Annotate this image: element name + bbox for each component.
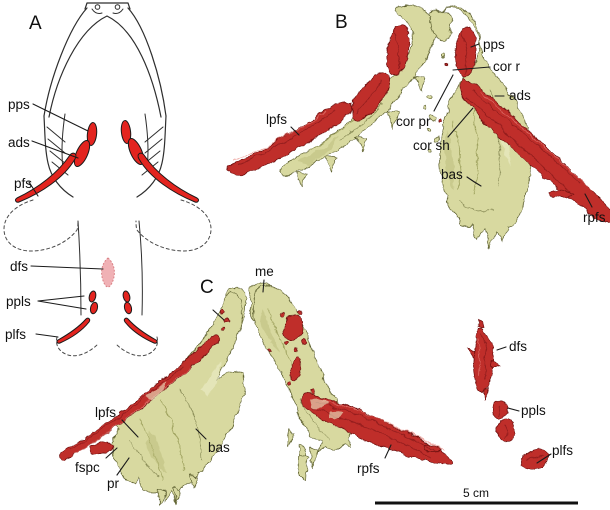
scale-bar-label: 5 cm — [463, 486, 489, 500]
label-ads-b: ads — [509, 88, 531, 103]
panel-c-mesh — [60, 282, 549, 507]
scale-bar: 5 cm — [375, 486, 578, 505]
pfs-spine-left — [15, 152, 77, 203]
plfs-spine-c — [519, 448, 549, 469]
lpfs-spine-c — [60, 334, 220, 461]
ads-spine-b — [350, 72, 392, 120]
labels-a: A pps ads pfs dfs ppls plfs — [5, 13, 42, 342]
label-lpfs-b: lpfs — [266, 112, 287, 127]
panel-c: C me lpfs bas fspc pr rpfs dfs ppls plfs — [60, 264, 573, 507]
scale-bar-line — [375, 501, 578, 505]
label-bas-b: bas — [441, 167, 463, 182]
leader-lines-a — [28, 103, 104, 338]
ppls-spine-c-1 — [492, 400, 508, 420]
label-rpfs-b: rpfs — [583, 210, 606, 225]
labels-b: B pps cor r ads lpfs cor pr cor sh bas r… — [266, 12, 606, 225]
label-ppls-a: ppls — [6, 294, 31, 309]
panel-b-mesh — [227, 5, 610, 248]
label-pr-c: pr — [107, 476, 120, 491]
plfs-spine-left — [56, 317, 91, 344]
leader-lines-b — [290, 43, 593, 208]
ads-spine-left — [73, 140, 91, 167]
fin-spines-drawing — [15, 120, 199, 344]
label-pfs-a: pfs — [14, 176, 32, 191]
panel-b: B pps cor r ads lpfs cor pr cor sh bas r… — [227, 5, 610, 248]
label-cor-pr-b: cor pr — [396, 114, 431, 129]
fspc-fragment-c — [88, 442, 116, 455]
pps-spine-left — [86, 122, 98, 146]
label-cor-sh-b: cor sh — [413, 138, 450, 153]
label-me-c: me — [255, 264, 274, 279]
labels-c: C me lpfs bas fspc pr rpfs dfs ppls plfs — [75, 264, 573, 491]
label-plfs-a: plfs — [5, 327, 26, 342]
head-outline-drawing — [3, 2, 212, 357]
dfs-spine-outline — [101, 257, 115, 288]
panel-c-letter: C — [200, 277, 214, 298]
panel-a-letter: A — [29, 13, 42, 34]
ppls-spine-c-2 — [497, 419, 515, 443]
scapulocoracoid-right-b — [439, 7, 532, 248]
rpfs-spine-b — [460, 79, 610, 223]
label-cor-r-b: cor r — [493, 59, 521, 74]
label-dfs-a: dfs — [10, 259, 28, 274]
panel-a: A pps ads pfs dfs ppls plfs — [3, 2, 212, 357]
ppls-spine-left-1 — [88, 290, 97, 303]
leader-lines-c — [105, 279, 552, 476]
label-pps-a: pps — [8, 97, 30, 112]
label-ppls-c: ppls — [521, 403, 546, 418]
label-bas-c: bas — [208, 440, 230, 455]
pps-spine-right — [120, 120, 132, 144]
panel-b-letter: B — [335, 12, 348, 33]
scapulocoracoid-left-b — [280, 5, 439, 176]
bas-mass-right-c — [252, 285, 351, 453]
label-rpfs-c: rpfs — [357, 461, 380, 476]
plfs-spine-right — [123, 317, 158, 344]
label-ads-a: ads — [8, 135, 30, 150]
ppls-spine-left-2 — [89, 301, 99, 315]
label-dfs-c: dfs — [509, 339, 527, 354]
label-pps-b: pps — [483, 37, 505, 52]
ppls-spine-right-1 — [122, 290, 131, 303]
label-lpfs-c: lpfs — [95, 405, 116, 420]
pfs-spine-right — [137, 152, 199, 203]
label-plfs-c: plfs — [552, 443, 573, 458]
label-fspc-c: fspc — [75, 460, 100, 475]
ppls-spine-right-2 — [123, 301, 133, 315]
